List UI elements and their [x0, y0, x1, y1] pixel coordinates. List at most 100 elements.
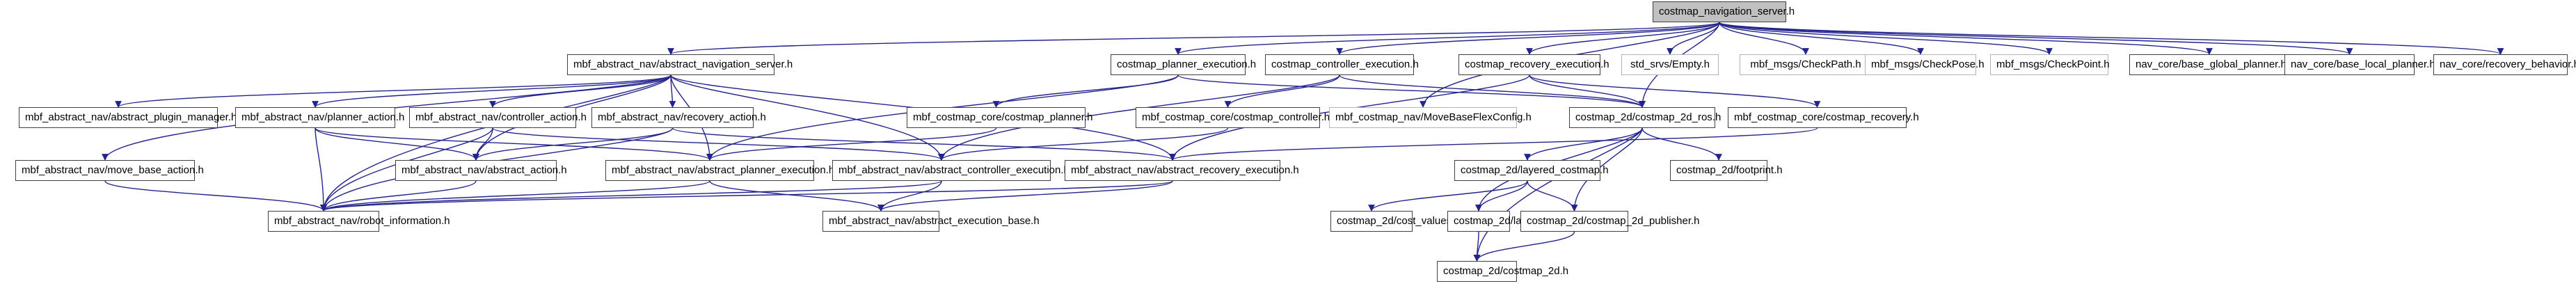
graph-edge: [1641, 127, 1722, 161]
graph-edge: [320, 180, 477, 212]
graph-node-n28[interactable]: mbf_abstract_nav/robot_information.h: [268, 211, 450, 232]
graph-edge: [1473, 231, 1575, 262]
graph-edge: [667, 22, 1720, 55]
graph-edge: [1527, 180, 1578, 212]
graph-edge: [320, 74, 671, 212]
graph-node-n26[interactable]: costmap_2d/layered_costmap.h: [1454, 160, 1609, 181]
graph-edge: [1473, 127, 1643, 262]
graph-edge: [709, 180, 884, 212]
graph-node-label: costmap_navigation_server.h: [1659, 6, 1795, 17]
graph-node-label: costmap_2d/costmap_2d.h: [1443, 265, 1569, 277]
graph-edge: [877, 180, 942, 212]
graph-node-n13[interactable]: mbf_abstract_nav/planner_action.h: [235, 107, 404, 128]
graph-node-label: mbf_abstract_nav/move_base_action.h: [22, 164, 204, 176]
graph-edge: [1526, 22, 1720, 55]
graph-edge: [992, 74, 1179, 108]
graph-edge: [1719, 22, 2504, 55]
graph-edge: [472, 127, 674, 161]
graph-edge: [1529, 74, 1646, 108]
graph-node-label: mbf_costmap_nav/MoveBaseFlexConfig.h: [1335, 111, 1532, 123]
graph-node-n30[interactable]: costmap_2d/cost_values.h: [1330, 211, 1461, 232]
graph-edge: [1719, 22, 2213, 55]
graph-edge: [1175, 22, 1720, 55]
graph-node-label: costmap_recovery_execution.h: [1465, 58, 1609, 70]
graph-edge: [315, 127, 479, 161]
graph-node-n2[interactable]: costmap_planner_execution.h: [1111, 54, 1256, 75]
graph-node-label: mbf_abstract_nav/controller_action.h: [415, 111, 587, 123]
graph-node-n22[interactable]: mbf_abstract_nav/abstract_action.h: [395, 160, 567, 181]
graph-edge: [315, 127, 713, 161]
graph-edge: [320, 180, 942, 212]
graph-node-n19[interactable]: costmap_2d/costmap_2d_ros.h: [1569, 107, 1721, 128]
graph-node-n1[interactable]: mbf_abstract_nav/abstract_navigation_ser…: [567, 54, 793, 75]
graph-edge: [1473, 231, 1481, 262]
graph-node-n23[interactable]: mbf_abstract_nav/abstract_planner_execut…: [605, 160, 834, 181]
graph-node-n15[interactable]: mbf_abstract_nav/recovery_action.h: [591, 107, 766, 128]
graph-edge: [1719, 22, 1924, 55]
graph-node-label: mbf_abstract_nav/robot_information.h: [274, 215, 450, 227]
graph-node-n11[interactable]: nav_core/recovery_behavior.h: [2433, 54, 2576, 75]
graph-node-label: mbf_costmap_core/costmap_planner.h: [913, 111, 1093, 123]
graph-edge: [706, 127, 997, 161]
graph-node-n29[interactable]: mbf_abstract_nav/abstract_execution_base…: [822, 211, 1040, 232]
graph-edge: [671, 127, 1176, 161]
graph-node-n33[interactable]: costmap_2d/costmap_2d.h: [1437, 261, 1568, 282]
graph-node-n9[interactable]: nav_core/base_global_planner.h: [2129, 54, 2289, 75]
graph-edge: [1368, 180, 1528, 212]
graph-node-n16[interactable]: mbf_costmap_core/costmap_planner.h: [907, 107, 1092, 128]
graph-node-label: mbf_costmap_core/costmap_recovery.h: [1734, 111, 1919, 123]
graph-edge: [492, 127, 945, 161]
graph-node-label: nav_core/base_local_planner.h: [2291, 58, 2435, 70]
graph-node-label: mbf_msgs/CheckPose.h: [1871, 58, 1985, 70]
graph-edge: [938, 127, 1229, 161]
graph-node-n3[interactable]: costmap_controller_execution.h: [1265, 54, 1419, 75]
graph-edge: [1529, 74, 1821, 108]
graph-node-label: mbf_abstract_nav/abstract_execution_base…: [829, 215, 1040, 227]
graph-edge: [1339, 74, 1646, 108]
graph-node-n31[interactable]: costmap_2d/layer.h: [1447, 211, 1544, 232]
graph-node-label: mbf_abstract_nav/abstract_controller_exe…: [838, 164, 1070, 176]
graph-edge: [1667, 22, 1720, 55]
graph-node-n12[interactable]: mbf_abstract_nav/abstract_plugin_manager…: [19, 107, 237, 128]
graph-node-n4[interactable]: costmap_recovery_execution.h: [1458, 54, 1609, 75]
graph-node-n24[interactable]: mbf_abstract_nav/abstract_controller_exe…: [832, 160, 1070, 181]
graph-edge: [1336, 22, 1720, 55]
graph-edge: [1475, 180, 1528, 212]
graph-node-n32[interactable]: costmap_2d/costmap_2d_publisher.h: [1520, 211, 1700, 232]
graph-node-label: mbf_abstract_nav/abstract_plugin_manager…: [25, 111, 237, 123]
graph-node-n17[interactable]: mbf_costmap_core/costmap_controller.h: [1136, 107, 1330, 128]
graph-node-label: costmap_2d/cost_values.h: [1337, 215, 1461, 227]
graph-node-label: mbf_abstract_nav/abstract_planner_execut…: [612, 164, 835, 176]
graph-node-n7[interactable]: mbf_msgs/CheckPose.h: [1865, 54, 1985, 75]
graph-node-label: costmap_2d/footprint.h: [1676, 164, 1783, 176]
graph-edge: [1719, 22, 1809, 55]
graph-node-label: mbf_abstract_nav/abstract_action.h: [401, 164, 567, 176]
graph-node-label: mbf_msgs/CheckPoint.h: [1996, 58, 2110, 70]
graph-node-n21[interactable]: mbf_abstract_nav/move_base_action.h: [15, 160, 204, 181]
graph-edge: [115, 74, 671, 108]
graph-node-label: nav_core/recovery_behavior.h: [2440, 58, 2576, 70]
graph-node-n5[interactable]: std_srvs/Empty.h: [1621, 54, 1719, 75]
graph-node-n14[interactable]: mbf_abstract_nav/controller_action.h: [409, 107, 587, 128]
graph-edge: [472, 127, 493, 161]
graph-node-label: mbf_msgs/CheckPath.h: [1750, 58, 1861, 70]
graph-edge: [312, 74, 671, 108]
graph-edge: [320, 180, 1173, 212]
graph-node-n0[interactable]: costmap_navigation_server.h: [1653, 1, 1795, 22]
graph-node-n27[interactable]: costmap_2d/footprint.h: [1670, 160, 1783, 181]
graph-node-label: std_srvs/Empty.h: [1630, 58, 1710, 70]
graph-node-n18[interactable]: mbf_costmap_nav/MoveBaseFlexConfig.h: [1329, 107, 1532, 128]
graph-node-n25[interactable]: mbf_abstract_nav/abstract_recovery_execu…: [1065, 160, 1299, 181]
graph-node-label: mbf_abstract_nav/abstract_recovery_execu…: [1071, 164, 1299, 176]
graph-node-n8[interactable]: mbf_msgs/CheckPoint.h: [1990, 54, 2110, 75]
graph-edge: [1177, 74, 1646, 108]
graph-node-label: costmap_controller_execution.h: [1271, 58, 1419, 70]
graph-node-label: costmap_2d/costmap_2d_publisher.h: [1527, 215, 1700, 227]
graph-edge: [1719, 22, 2053, 55]
graph-node-n20[interactable]: mbf_costmap_core/costmap_recovery.h: [1728, 107, 1919, 128]
graph-node-label: costmap_2d/layered_costmap.h: [1461, 164, 1609, 176]
graph-node-label: mbf_abstract_nav/abstract_navigation_ser…: [573, 58, 793, 70]
graph-node-n6[interactable]: mbf_msgs/CheckPath.h: [1740, 54, 1872, 75]
graph-node-n10[interactable]: nav_core/base_local_planner.h: [2284, 54, 2435, 75]
